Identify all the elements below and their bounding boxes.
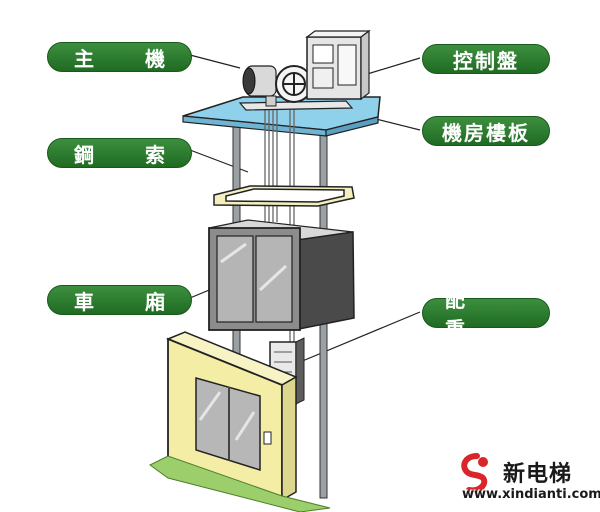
control-panel <box>305 29 371 101</box>
ground <box>149 455 331 512</box>
label-machine-room-floor: 機房樓板 <box>422 116 550 146</box>
watermark-title: 新电梯 <box>503 462 573 487</box>
label-wire-rope: 鋼 索 <box>47 138 192 168</box>
car-frame <box>213 185 355 207</box>
watermark-logo-icon <box>461 453 488 494</box>
elevator-car <box>208 219 355 331</box>
label-control-panel: 控制盤 <box>422 44 550 74</box>
label-car: 車 廂 <box>47 285 192 315</box>
leader-control-panel <box>363 57 421 76</box>
watermark-url: www.xindianti.com <box>462 487 600 502</box>
leader-main-machine <box>189 54 241 69</box>
label-counterweight: 配 重 <box>422 288 550 341</box>
leader-machine-room-floor <box>371 117 421 131</box>
label-main-machine: 主 機 <box>47 42 192 72</box>
